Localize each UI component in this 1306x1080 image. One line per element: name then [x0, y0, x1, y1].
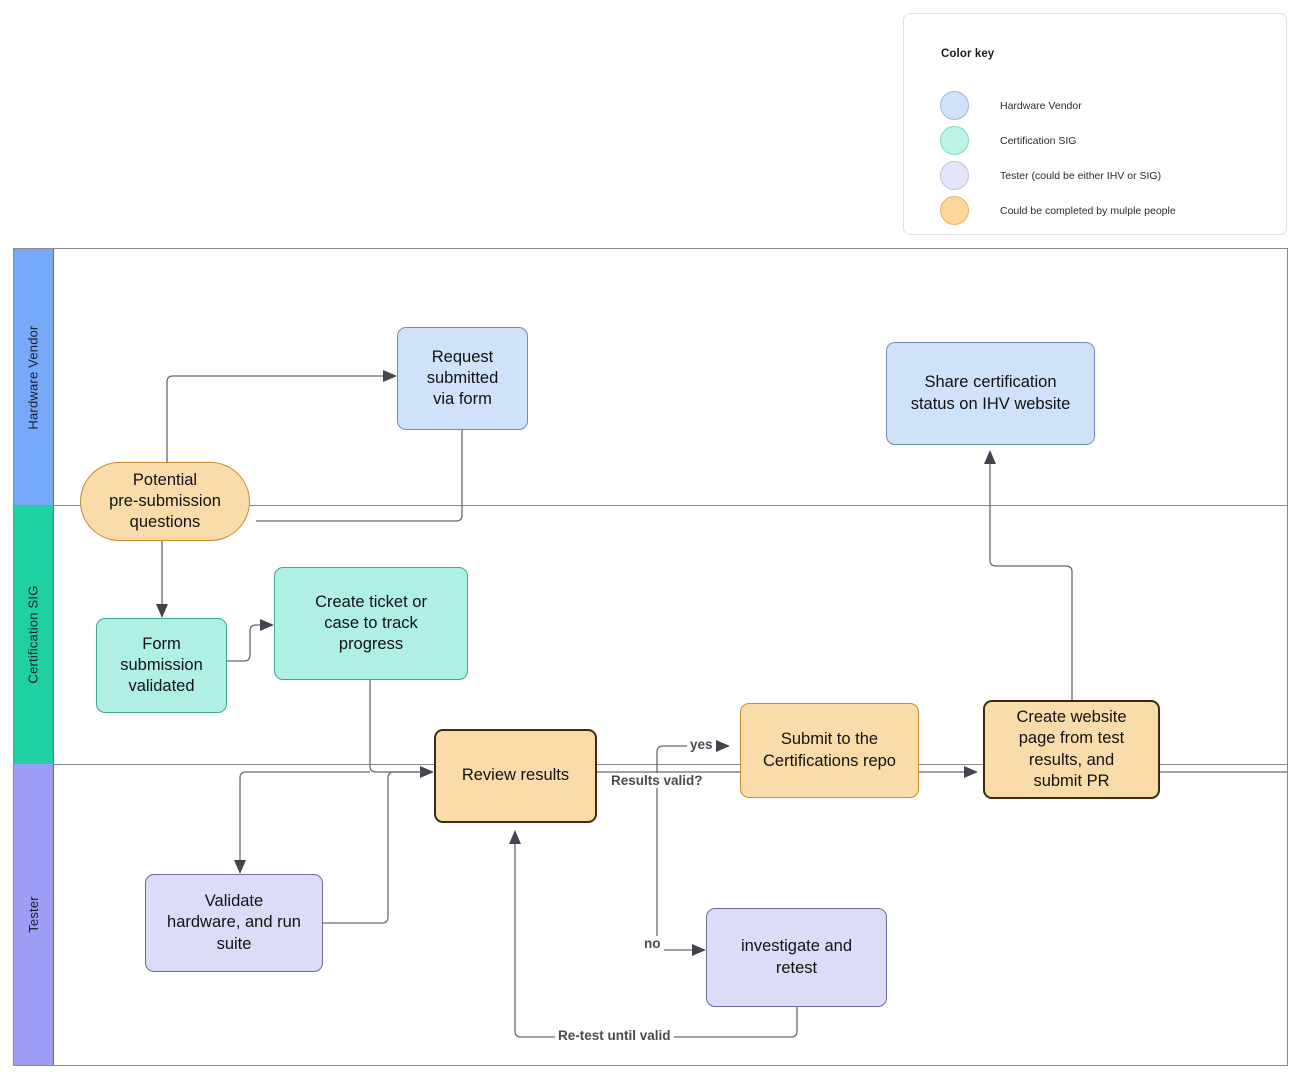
legend-item-certification-sig: Certification SIG: [940, 126, 1076, 155]
edge-label-results-valid: Results valid?: [608, 773, 706, 788]
lane-certification-sig: Certification SIG: [14, 505, 54, 764]
node-request-submitted[interactable]: Request submitted via form: [397, 327, 528, 430]
legend-label-hardware-vendor: Hardware Vendor: [1000, 99, 1082, 112]
legend-label-multiple-people: Could be completed by mulple people: [1000, 204, 1176, 217]
lane-label-hardware-vendor: Hardware Vendor: [26, 324, 42, 430]
edge-label-no: no: [641, 936, 664, 951]
node-share-certification-status[interactable]: Share certification status on IHV websit…: [886, 342, 1095, 445]
lane-hardware-vendor: Hardware Vendor: [14, 249, 54, 505]
node-investigate-retest[interactable]: investigate and retest: [706, 908, 887, 1007]
lane-label-certification-sig: Certification SIG: [26, 585, 42, 684]
legend-swatch-certification-sig: [940, 126, 969, 155]
lane-label-tester: Tester: [25, 896, 41, 933]
node-validate-hardware[interactable]: Validate hardware, and run suite: [145, 874, 323, 972]
legend-item-tester: Tester (could be either IHV or SIG): [940, 161, 1161, 190]
legend-item-hardware-vendor: Hardware Vendor: [940, 91, 1082, 120]
node-potential-questions[interactable]: Potential pre-submission questions: [80, 462, 250, 541]
edge-label-retest-until-valid: Re-test until valid: [555, 1028, 674, 1043]
lane-tester: Tester: [14, 764, 54, 1065]
node-submit-to-repo[interactable]: Submit to the Certifications repo: [740, 703, 919, 798]
node-form-submission-validated[interactable]: Form submission validated: [96, 618, 227, 713]
legend-item-multiple-people: Could be completed by mulple people: [940, 196, 1176, 225]
node-review-results[interactable]: Review results: [434, 729, 597, 823]
legend-label-certification-sig: Certification SIG: [1000, 134, 1077, 147]
legend-label-tester: Tester (could be either IHV or SIG): [1000, 169, 1162, 182]
legend-swatch-tester: [940, 161, 969, 190]
lane-divider-vendor-sig: [54, 505, 1287, 506]
color-key-legend: Color key Hardware Vendor Certification …: [903, 13, 1287, 235]
legend-title: Color key: [941, 48, 995, 60]
node-create-website-page[interactable]: Create website page from test results, a…: [983, 700, 1160, 799]
legend-swatch-multiple-people: [940, 196, 969, 225]
edge-label-yes: yes: [687, 737, 716, 752]
node-create-ticket[interactable]: Create ticket or case to track progress: [274, 567, 468, 680]
legend-swatch-hardware-vendor: [940, 91, 969, 120]
